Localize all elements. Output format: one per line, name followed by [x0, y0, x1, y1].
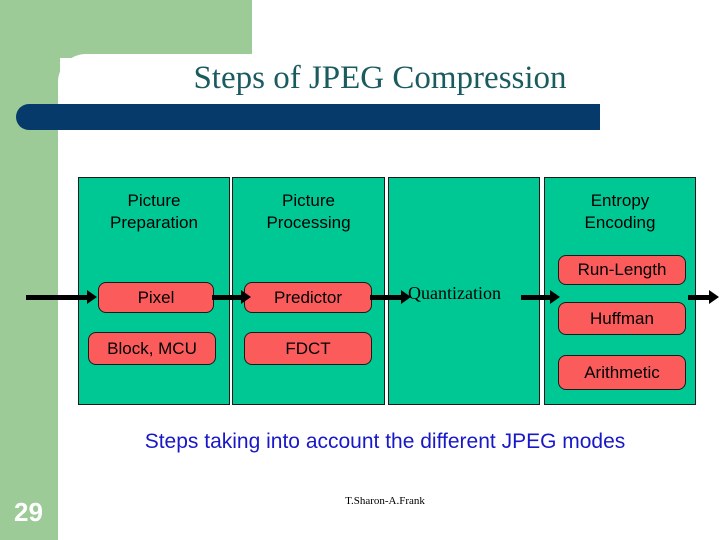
stage-title-line1: Picture	[282, 191, 335, 210]
item-label: Pixel	[137, 287, 175, 307]
page-number: 29	[14, 497, 43, 527]
green-sidebar	[0, 0, 60, 540]
arrow-preparation-to-processing	[212, 290, 251, 304]
stage-title-line2: Processing	[266, 213, 351, 232]
stage-title-line1: Picture	[127, 191, 181, 210]
item-label: FDCT	[285, 338, 331, 358]
item-huffman[interactable]: Huffman	[558, 302, 686, 335]
blue-accent-bar-extension	[40, 104, 600, 130]
item-predictor[interactable]: Predictor	[244, 282, 372, 313]
item-run-length[interactable]: Run-Length	[558, 255, 686, 285]
arrow-processing-to-quantization	[370, 290, 411, 304]
item-block-mcu[interactable]: Block, MCU	[88, 332, 216, 365]
stage-title-entropy-encoding: Entropy Encoding	[545, 190, 695, 234]
stage-title-picture-processing: Picture Processing	[233, 190, 384, 234]
item-label: Run-Length	[577, 260, 667, 279]
item-label: Block, MCU	[107, 338, 197, 358]
item-label: Huffman	[590, 308, 654, 328]
arrow-input-to-preparation	[26, 290, 97, 304]
stage-title-line2: Encoding	[584, 213, 656, 232]
caption-text: Steps taking into account the different …	[144, 430, 626, 453]
stage-title-picture-preparation: Picture Preparation	[79, 190, 229, 234]
item-label: Predictor	[273, 287, 343, 307]
footer-credit: T.Sharon-A.Frank	[345, 495, 425, 507]
arrow-entropy-to-output	[688, 290, 719, 304]
stage-title-line1: Entropy	[590, 191, 650, 210]
item-arithmetic[interactable]: Arithmetic	[558, 355, 686, 390]
stage-title-line2: Preparation	[110, 213, 198, 232]
item-quantization[interactable]: Quantization	[408, 283, 501, 303]
page-title: Steps of JPEG Compression	[193, 60, 567, 96]
arrow-quantization-to-entropy	[521, 290, 560, 304]
stage-quantization	[388, 177, 540, 405]
item-pixel[interactable]: Pixel	[98, 282, 214, 313]
item-label: Arithmetic	[584, 362, 660, 382]
item-fdct[interactable]: FDCT	[244, 332, 372, 365]
